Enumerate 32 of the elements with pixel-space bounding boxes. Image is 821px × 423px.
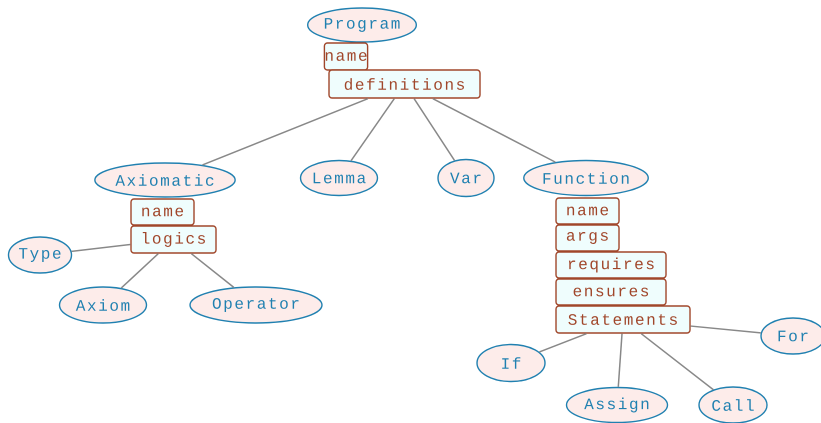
- field-box: Statements: [555, 305, 691, 334]
- field-box: logics: [130, 225, 217, 254]
- connector-line: [190, 253, 234, 288]
- connector-line: [618, 334, 623, 387]
- connector-line: [72, 244, 130, 252]
- field-box: name: [324, 42, 368, 71]
- ellipse-node: Type: [8, 236, 72, 274]
- ellipse-node: Program: [307, 7, 418, 43]
- connector-line: [350, 98, 395, 162]
- ellipse-node: Lemma: [300, 160, 378, 196]
- connector-line: [202, 98, 368, 166]
- ellipse-node: Function: [523, 160, 649, 196]
- field-box: requires: [555, 251, 667, 279]
- ellipse-node: Axiomatic: [94, 162, 236, 198]
- ellipse-node: For: [760, 317, 821, 355]
- ellipse-node: Operator: [189, 286, 323, 324]
- ellipse-node: Var: [437, 158, 495, 198]
- connector-line: [432, 98, 556, 163]
- field-box: definitions: [328, 69, 481, 99]
- field-box: name: [130, 198, 195, 226]
- ellipse-node: If: [476, 344, 546, 382]
- field-box: ensures: [555, 278, 667, 306]
- field-box: args: [555, 224, 620, 252]
- connector-line: [640, 333, 714, 390]
- ellipse-node: Call: [698, 386, 768, 423]
- connector-line: [539, 333, 587, 353]
- ellipse-node: Axiom: [58, 286, 148, 324]
- field-box: name: [555, 197, 620, 225]
- connector-line: [690, 325, 761, 334]
- connector-line: [413, 98, 456, 161]
- ellipse-node: Assign: [566, 386, 668, 423]
- connector-line: [120, 253, 159, 289]
